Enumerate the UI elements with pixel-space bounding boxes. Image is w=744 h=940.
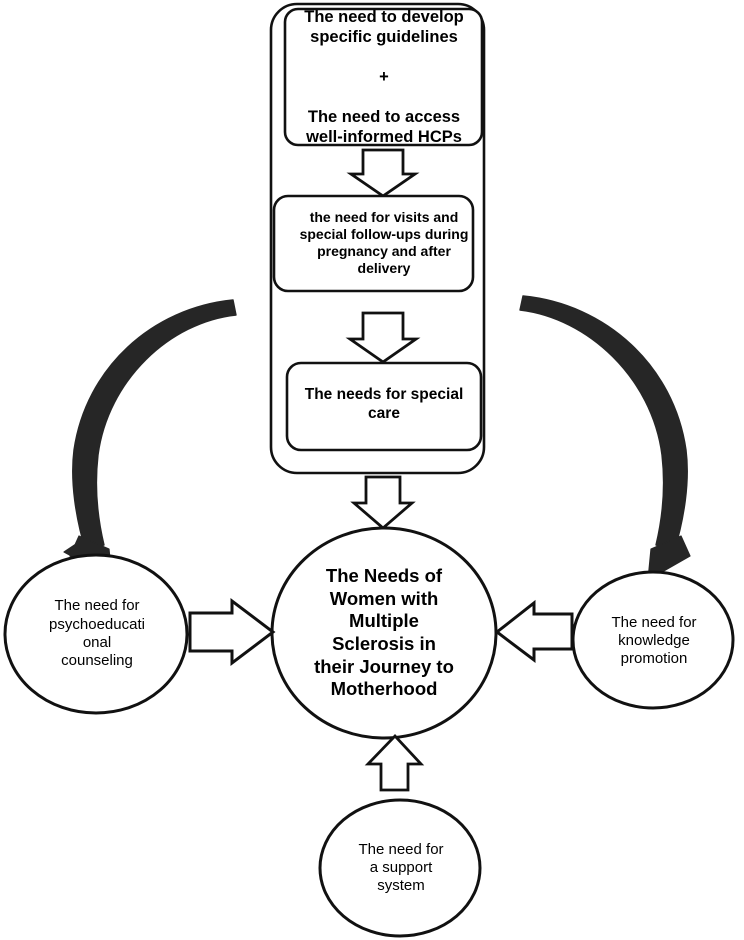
arrow-visits-to-special-care [345, 311, 421, 364]
circle-support-system [318, 798, 482, 938]
box-visits [272, 194, 475, 293]
box-guidelines [283, 7, 484, 147]
circle-center-needs [270, 526, 498, 740]
curved-arrow-to-left-circle [63, 299, 237, 581]
arrow-left-to-center [188, 597, 276, 667]
circle-psychoeducational-counseling [3, 553, 189, 715]
curved-arrow-to-right-circle [519, 295, 691, 581]
box-special-care [285, 361, 483, 452]
circle-knowledge-promotion [571, 570, 735, 710]
arrow-group-to-center [350, 475, 416, 530]
arrow-bottom-to-center [364, 733, 425, 792]
arrow-right-to-center [494, 599, 574, 664]
arrow-guidelines-to-visits [346, 148, 420, 198]
